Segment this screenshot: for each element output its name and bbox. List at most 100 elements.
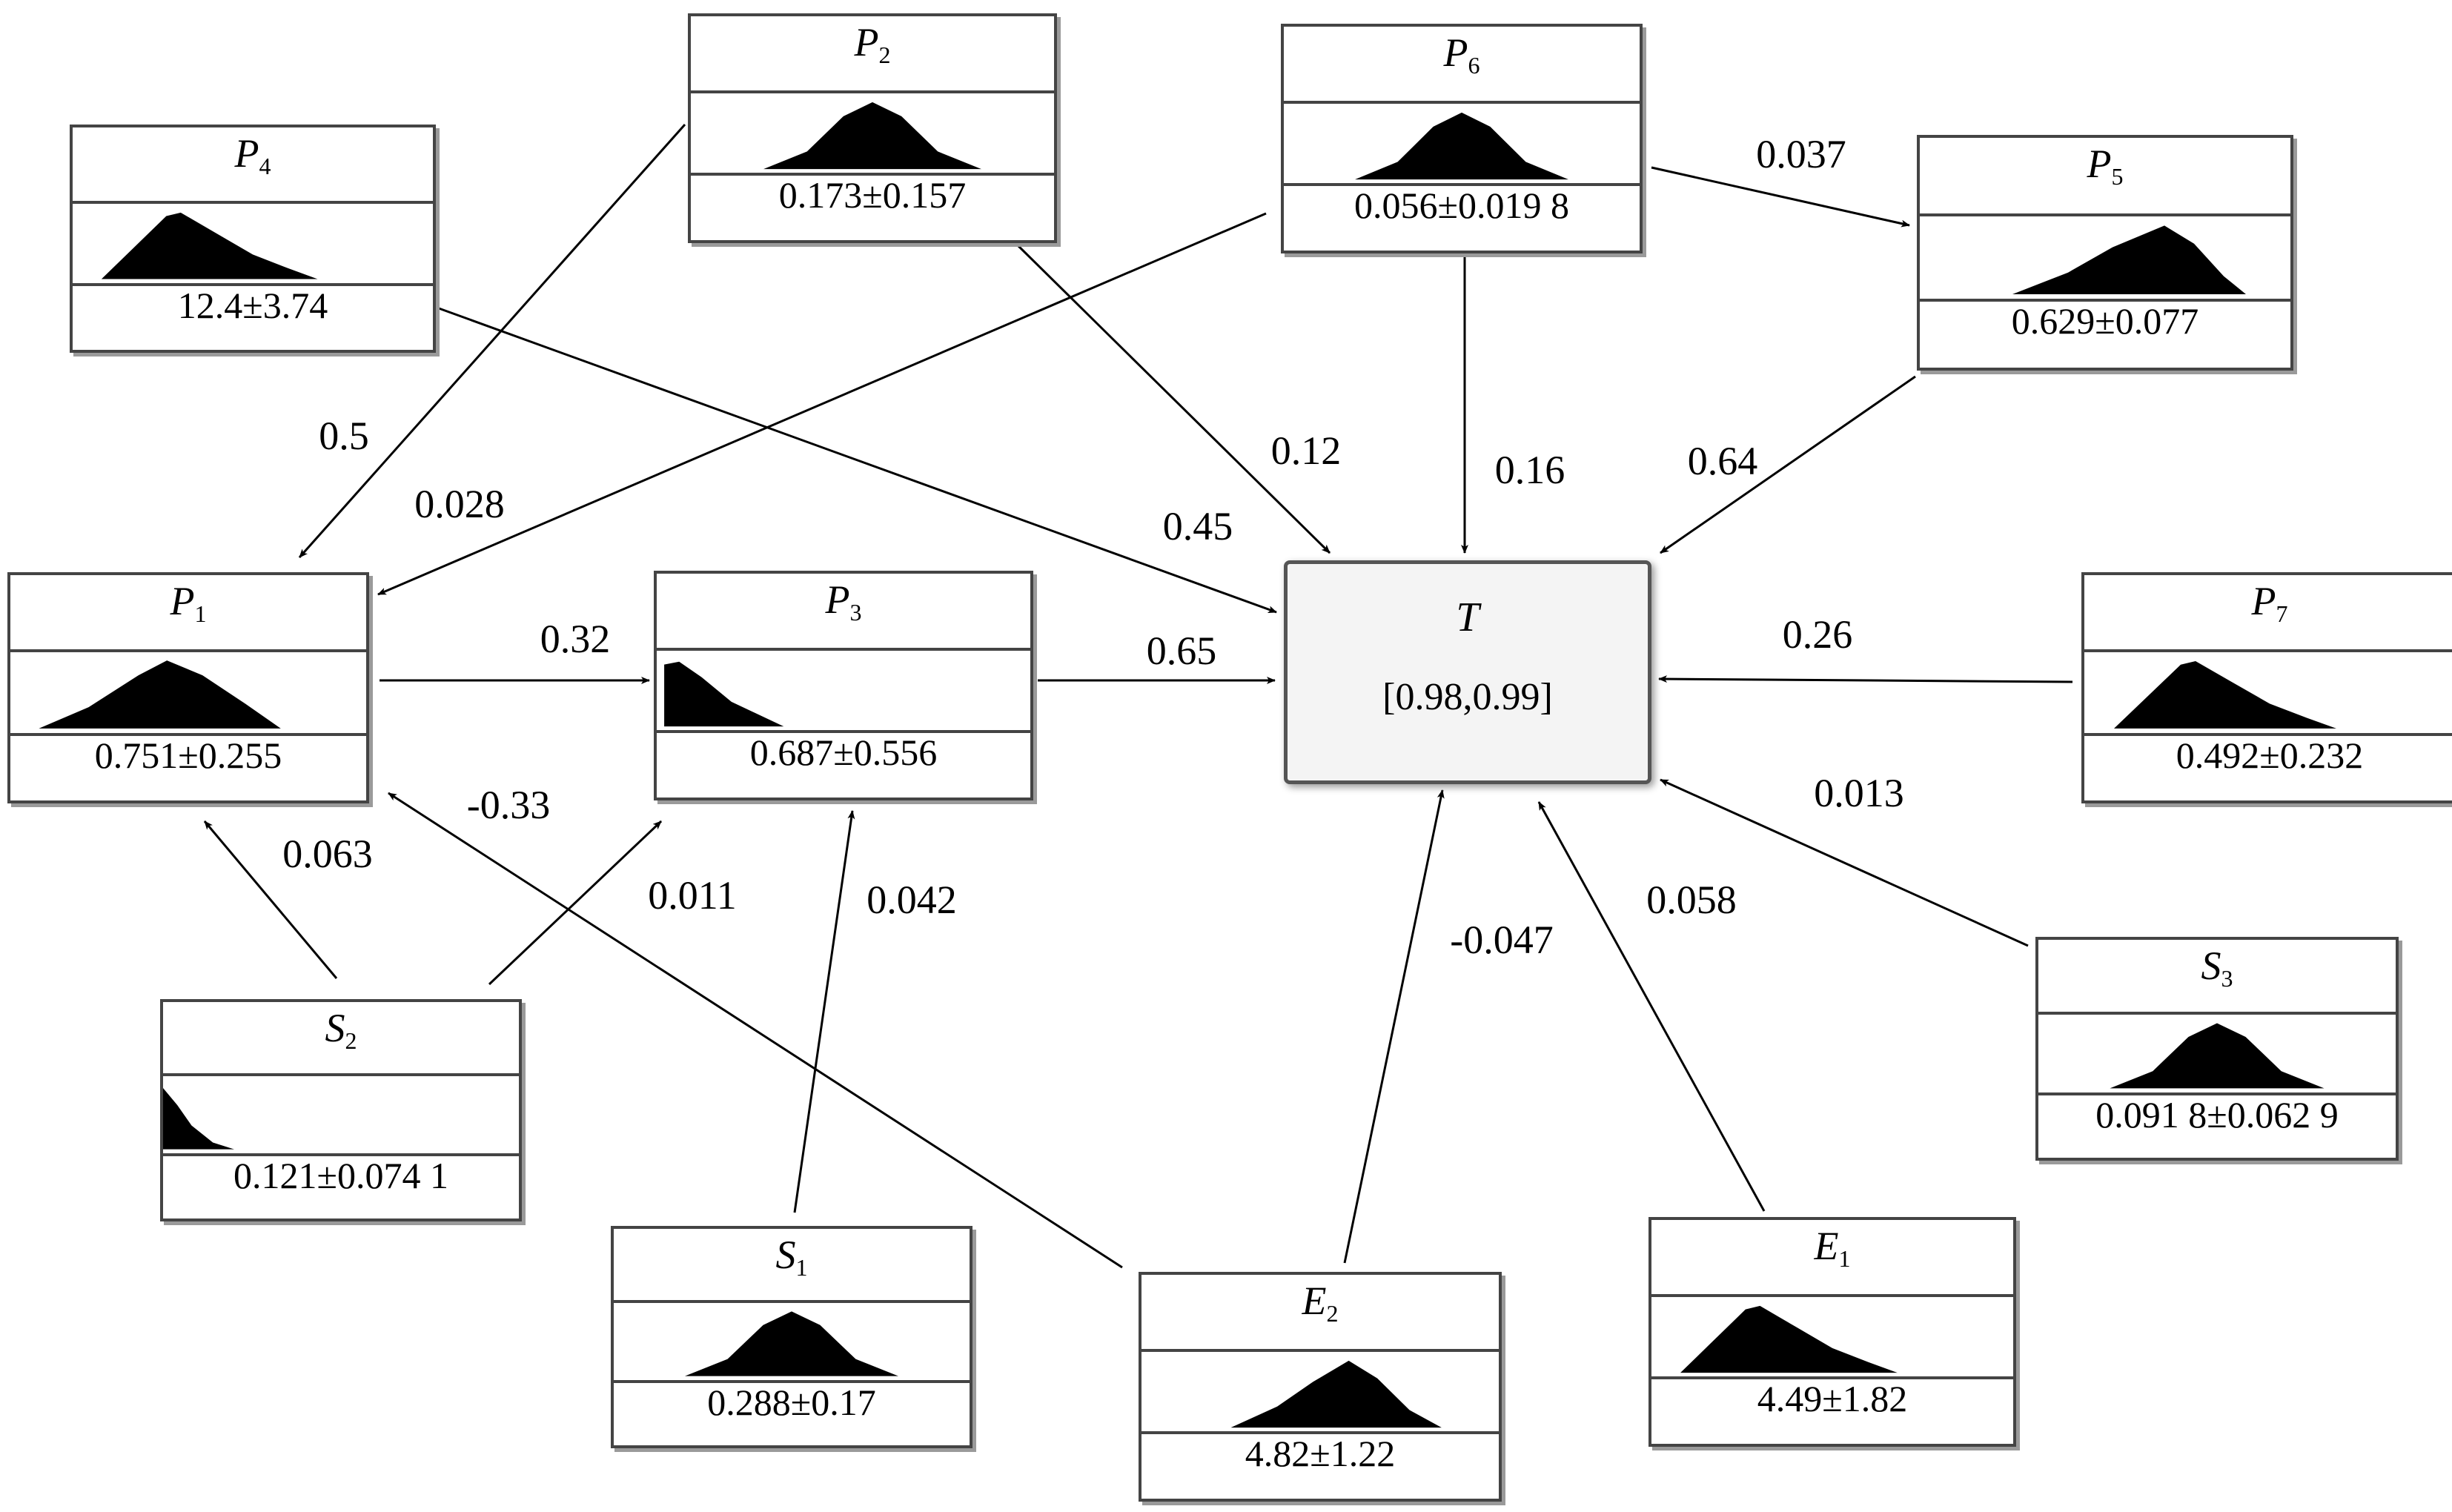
edge-weight-label: 0.5	[319, 414, 369, 458]
edge-s2-to-p3	[488, 820, 663, 986]
histogram-shape	[39, 660, 281, 729]
edge-weight-label: 0.063	[282, 832, 373, 876]
node-subscript: 2	[345, 1027, 357, 1054]
edge-weight-label: 0.058	[1646, 878, 1737, 922]
node-value: 0.091 8±0.062 9	[2095, 1093, 2339, 1135]
edge-e2-to-t	[1343, 789, 1445, 1264]
node-letter: P	[234, 131, 259, 176]
node-p3[interactable]: P3 0.687±0.556	[654, 571, 1033, 800]
node-subscript: 1	[1838, 1245, 1851, 1272]
edge-s1-to-p3	[793, 810, 855, 1213]
node-p2[interactable]: P2 0.173±0.157	[688, 13, 1057, 243]
distribution-histogram	[1651, 1294, 2013, 1380]
edge-p5-to-t	[1660, 375, 1916, 554]
target-value: [0.98,0.99]	[1382, 676, 1553, 718]
node-value: 0.288±0.17	[707, 1382, 876, 1424]
node-name: P2	[691, 16, 1054, 93]
histogram-shape	[163, 1088, 234, 1150]
node-value: 4.49±1.82	[1757, 1378, 1908, 1420]
distribution-histogram	[614, 1300, 970, 1384]
edge-s3-to-t	[1660, 778, 2029, 947]
edge-layer	[203, 124, 2073, 1269]
histogram-shape	[2110, 1023, 2325, 1089]
node-value: 0.687±0.556	[749, 732, 938, 774]
node-name: S1	[614, 1229, 970, 1304]
distribution-histogram	[691, 90, 1054, 176]
node-name: E1	[1651, 1220, 2013, 1297]
node-subscript: 7	[2276, 600, 2288, 627]
histogram-shape	[685, 1311, 898, 1376]
histogram-shape	[2114, 661, 2336, 729]
distribution-histogram	[1284, 101, 1640, 187]
node-letter: P	[854, 20, 879, 64]
node-letter: S	[775, 1233, 796, 1277]
node-s2[interactable]: S2 0.121±0.074 1	[160, 999, 522, 1221]
node-name: P3	[657, 574, 1030, 651]
node-subscript: 1	[194, 600, 207, 627]
node-letter: P	[1443, 30, 1468, 75]
edge-weight-label: -0.33	[466, 783, 551, 827]
node-letter: P	[825, 577, 850, 622]
histogram-shape	[101, 212, 318, 279]
edge-weight-label: -0.047	[1450, 918, 1554, 962]
node-name: P7	[2084, 575, 2452, 653]
node-p6[interactable]: P6 0.056±0.019 8	[1281, 24, 1643, 253]
node-letter: S	[2201, 944, 2221, 988]
node-value: 0.492±0.232	[2176, 734, 2364, 776]
node-p5[interactable]: P5 0.629±0.077	[1917, 135, 2293, 371]
node-value: 0.121±0.074 1	[233, 1155, 448, 1197]
edge-weight-label: 0.26	[1782, 612, 1853, 657]
node-value: 4.82±1.22	[1245, 1433, 1396, 1475]
node-value: 0.173±0.157	[778, 174, 967, 216]
histogram-shape	[1355, 112, 1568, 179]
edge-weight-label: 0.037	[1756, 132, 1846, 176]
node-subscript: 3	[2221, 965, 2233, 992]
target-name: T	[1456, 594, 1480, 640]
node-value: 0.629±0.077	[2011, 300, 2199, 342]
histogram-shape	[2012, 225, 2246, 295]
node-name: S3	[2038, 940, 2396, 1015]
node-s3[interactable]: S3 0.091 8±0.062 9	[2035, 937, 2399, 1161]
distribution-histogram	[1920, 213, 2290, 302]
node-e1[interactable]: E1 4.49±1.82	[1649, 1217, 2016, 1447]
node-p7[interactable]: P7 0.492±0.232	[2081, 572, 2452, 803]
distribution-histogram	[2084, 649, 2452, 736]
node-s1[interactable]: S1 0.288±0.17	[611, 1226, 972, 1448]
edge-p4-to-t	[438, 307, 1277, 614]
distribution-histogram	[163, 1073, 519, 1157]
distribution-histogram	[10, 649, 366, 736]
node-name: P6	[1284, 27, 1640, 104]
edge-p6-to-p5	[1651, 166, 1910, 228]
edge-weight-label: 0.013	[1814, 771, 1904, 815]
node-subscript: 5	[2111, 163, 2124, 190]
edge-s2-to-p1	[203, 820, 338, 979]
node-subscript: 4	[259, 153, 271, 179]
edge-weight-label: 0.011	[648, 873, 737, 918]
node-letter: P	[170, 579, 195, 623]
node-value: 0.056±0.019 8	[1354, 185, 1569, 227]
node-p4[interactable]: P4 12.4±3.74	[70, 125, 436, 353]
edge-weight-label: 0.042	[867, 878, 957, 922]
distribution-histogram	[73, 201, 433, 286]
edge-e2-to-p1	[388, 792, 1123, 1269]
edge-weight-label: 0.32	[540, 617, 611, 661]
edge-weight-label: 0.45	[1162, 504, 1233, 548]
node-name: P5	[1920, 138, 2290, 217]
node-subscript: 2	[878, 42, 891, 68]
edge-weight-label: 0.64	[1687, 439, 1758, 483]
histogram-shape	[664, 661, 784, 726]
histogram-shape	[763, 102, 981, 169]
node-letter: S	[325, 1006, 345, 1050]
edge-p6-to-p1	[377, 212, 1267, 596]
histogram-shape	[1680, 1305, 1898, 1373]
target-node-T[interactable]: T [0.98,0.99]	[1284, 560, 1651, 784]
node-name: S2	[163, 1002, 519, 1077]
edge-weight-label: 0.16	[1494, 448, 1565, 492]
node-subscript: 2	[1326, 1300, 1339, 1327]
node-value: 12.4±3.74	[177, 285, 328, 326]
node-e2[interactable]: E2 4.82±1.22	[1139, 1272, 1502, 1502]
node-letter: E	[1302, 1279, 1327, 1323]
node-subscript: 6	[1468, 52, 1480, 79]
